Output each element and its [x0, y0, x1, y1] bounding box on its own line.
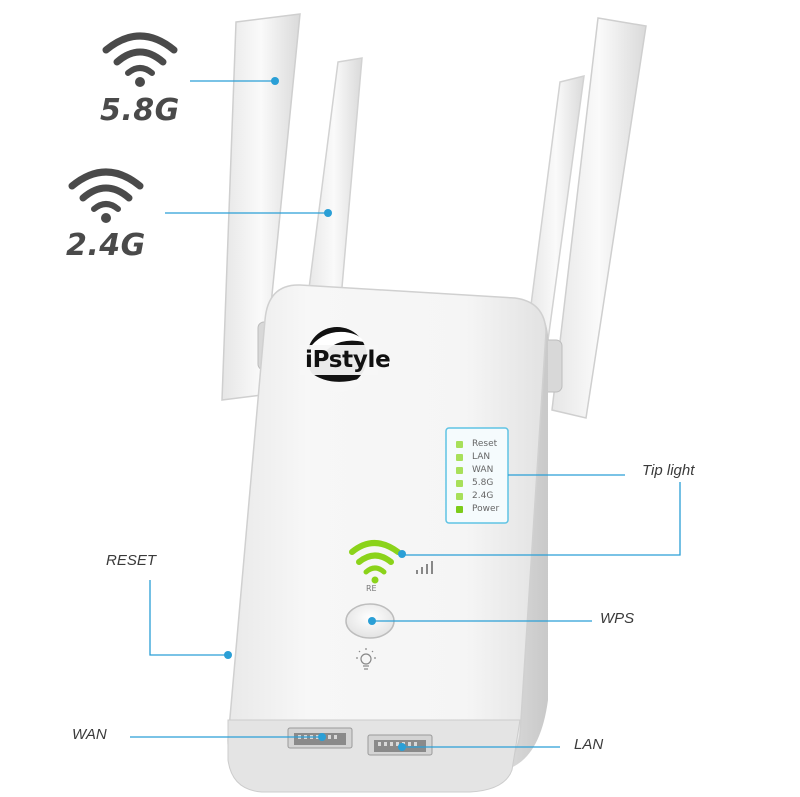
- brand-logo-icon: [300, 327, 378, 392]
- led-item-reset: Reset: [456, 438, 497, 450]
- led-item-lan: LAN: [456, 451, 490, 463]
- antenna-back-right: [551, 17, 647, 419]
- band-label-2-4g: 2.4G: [66, 228, 146, 263]
- body-base: [227, 719, 521, 793]
- led-item-5-8g: 5.8G: [456, 477, 493, 489]
- led-indicator: [456, 505, 463, 513]
- callout-wan: WAN: [72, 726, 107, 743]
- antenna-front-left: [305, 57, 363, 313]
- led-item-power: Power: [456, 503, 499, 515]
- lightbulb-icon: [356, 648, 376, 670]
- brand-name: iPstyle: [305, 347, 391, 373]
- band-label-5-8g: 5.8G: [100, 93, 180, 128]
- callout-reset: RESET: [106, 552, 157, 569]
- callout-wps: WPS: [600, 610, 635, 627]
- callout-lan: LAN: [574, 736, 604, 753]
- led-indicator: [456, 440, 463, 448]
- led-indicator: [456, 492, 463, 500]
- led-item-wan: WAN: [456, 464, 493, 476]
- wifi-signal-icon: [349, 540, 401, 584]
- led-indicator: [456, 479, 463, 487]
- callout-tip-light: Tip light: [642, 462, 695, 479]
- led-item-2-4g: 2.4G: [456, 490, 493, 502]
- led-indicator: [456, 453, 463, 461]
- callout-dots: [224, 77, 406, 751]
- signal-bars-icon: [416, 561, 433, 574]
- wifi-icon: [102, 32, 178, 87]
- wifi-icon: [68, 168, 144, 223]
- callout-lines: [130, 80, 681, 748]
- led-indicator: [456, 466, 463, 474]
- re-label: RE: [366, 584, 377, 593]
